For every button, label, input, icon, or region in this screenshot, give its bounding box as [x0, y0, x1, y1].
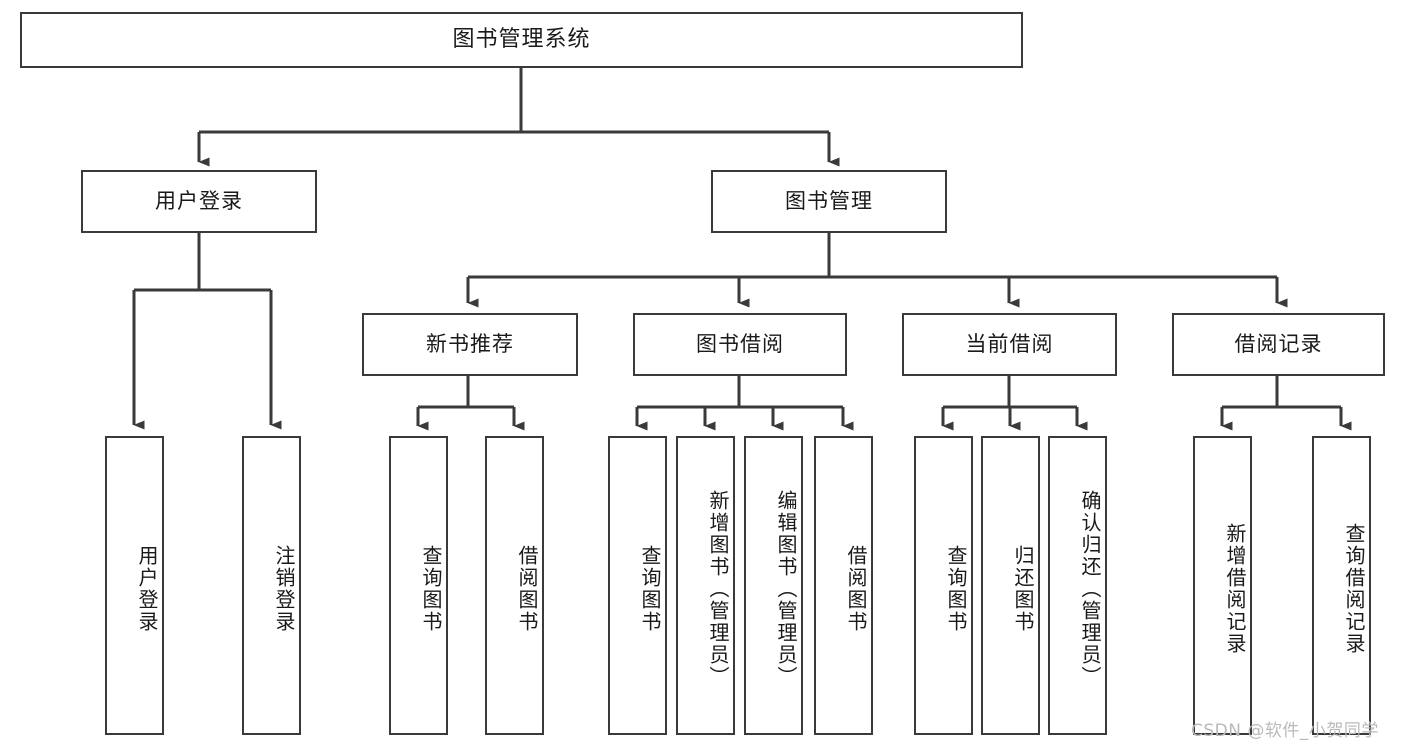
node-label: 当前借阅 [965, 332, 1054, 357]
leaf-borrow-records-query-record[interactable]: 查询借阅记录 [1312, 436, 1371, 735]
node-label: 借阅记录 [1234, 332, 1323, 357]
node-label: 归还图书 [1011, 544, 1035, 633]
leaf-borrow-records-add-record[interactable]: 新增借阅记录 [1193, 436, 1252, 735]
node-label: 新书推荐 [426, 332, 514, 357]
leaf-book-borrow-add-book-admin[interactable]: 新增图书（管理员） [676, 436, 735, 735]
leaf-book-borrow-borrow-book[interactable]: 借阅图书 [814, 436, 873, 735]
node-label: 图书管理系统 [452, 27, 591, 53]
node-label: 查询图书 [419, 544, 443, 633]
leaf-user-login-logout[interactable]: 注销登录 [242, 436, 301, 735]
leaf-book-borrow-edit-book-admin[interactable]: 编辑图书（管理员） [744, 436, 803, 735]
node-label: 用户登录 [155, 189, 243, 214]
leaf-new-book-query-book[interactable]: 查询图书 [389, 436, 448, 735]
leaf-current-borrow-query-book[interactable]: 查询图书 [914, 436, 973, 735]
node-book-management[interactable]: 图书管理 [711, 170, 947, 233]
node-borrow-records[interactable]: 借阅记录 [1172, 313, 1385, 376]
node-book-management-system[interactable]: 图书管理系统 [20, 12, 1023, 68]
node-label: 图书管理 [785, 189, 873, 214]
node-new-book-recommend[interactable]: 新书推荐 [362, 313, 578, 376]
node-current-borrow[interactable]: 当前借阅 [902, 313, 1117, 376]
node-label: 新增借阅记录 [1223, 522, 1247, 655]
node-label: 注销登录 [272, 544, 296, 633]
leaf-book-borrow-query-book[interactable]: 查询图书 [608, 436, 667, 735]
node-label: 查询借阅记录 [1342, 522, 1366, 655]
node-label: 借阅图书 [515, 544, 539, 633]
node-label: 借阅图书 [844, 544, 868, 633]
node-label: 查询图书 [944, 544, 968, 633]
node-label: 新增图书（管理员） [706, 489, 730, 688]
leaf-user-login-login[interactable]: 用户登录 [105, 436, 164, 735]
node-label: 编辑图书（管理员） [774, 489, 798, 688]
node-label: 图书借阅 [696, 332, 784, 357]
csdn-watermark: CSDN @软件_小贺同学 [1191, 721, 1379, 741]
leaf-new-book-borrow-book[interactable]: 借阅图书 [485, 436, 544, 735]
node-label: 查询图书 [638, 544, 662, 633]
node-label: 确认归还（管理员） [1078, 489, 1102, 688]
leaf-current-borrow-confirm-return-admin[interactable]: 确认归还（管理员） [1048, 436, 1107, 735]
node-user-login[interactable]: 用户登录 [81, 170, 317, 233]
leaf-current-borrow-return-book[interactable]: 归还图书 [981, 436, 1040, 735]
node-label: 用户登录 [135, 544, 159, 633]
node-book-borrow[interactable]: 图书借阅 [633, 313, 847, 376]
